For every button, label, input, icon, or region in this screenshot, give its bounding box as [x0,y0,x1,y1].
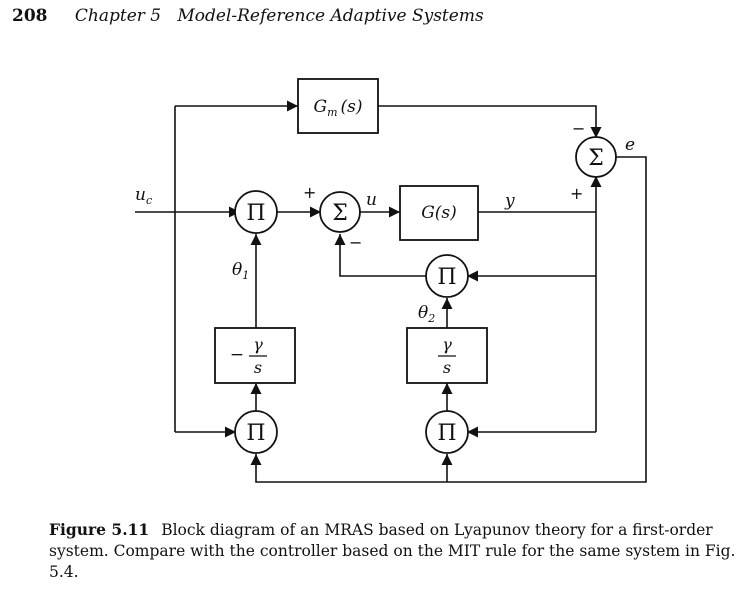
signal-theta1-label: θ1 [232,260,249,282]
sum-symbol-2: Σ [588,146,604,171]
sum1-plus-sign: + [303,183,316,202]
product-node-2 [425,254,469,298]
gain2-numerator: γ [442,335,452,354]
signal-y-label: y [504,191,515,211]
product-node-3 [234,410,278,454]
gm-label: Gm(s) [313,97,362,119]
product-symbol-1: Π [246,201,265,226]
sum2-plus-sign: + [570,184,583,203]
signal-theta2-label: θ2 [418,303,435,325]
page-header: 208 Chapter 5 Model-Reference Adaptive S… [12,6,484,26]
chapter-label: Chapter 5 Model-Reference Adaptive Syste… [75,6,484,26]
gain1-sign: − [230,345,244,365]
chapter-title: Model-Reference Adaptive Systems [177,6,484,26]
sum-symbol-1: Σ [332,201,348,226]
wire-gm-to-sum2 [378,105,602,138]
product-symbol-3: Π [246,421,265,446]
gain1-denominator: s [254,358,262,377]
product-symbol-4: Π [437,421,456,446]
g-label: G(s) [421,203,457,223]
mras-block-diagram: Π Σ Σ Π Π Π Gm(s) G(s) − γ s γ s uc u y … [135,78,647,483]
signal-u-label: u [366,190,377,210]
page-number: 208 [12,6,48,26]
signal-uc-label: uc [135,185,152,207]
wire-e-loop [250,156,647,483]
product-node-1 [234,190,278,234]
sum-node-1 [319,191,361,233]
gain1-numerator: γ [253,335,263,354]
block-gm [297,78,379,134]
caption-text: Block diagram of an MRAS based on Lyapun… [49,521,736,581]
sum1-minus-sign: − [349,233,362,252]
sum-node-2 [575,136,617,178]
block-g [399,185,479,241]
signal-e-label: e [625,135,635,155]
product-symbol-2: Π [437,265,456,290]
product-node-4 [425,410,469,454]
figure-label: Figure 5.11 [49,520,150,539]
wire-p2-to-sum1 [334,234,427,277]
gain2-denominator: s [443,358,451,377]
sum2-minus-sign: − [572,119,585,138]
chapter-number: Chapter 5 [74,6,162,26]
